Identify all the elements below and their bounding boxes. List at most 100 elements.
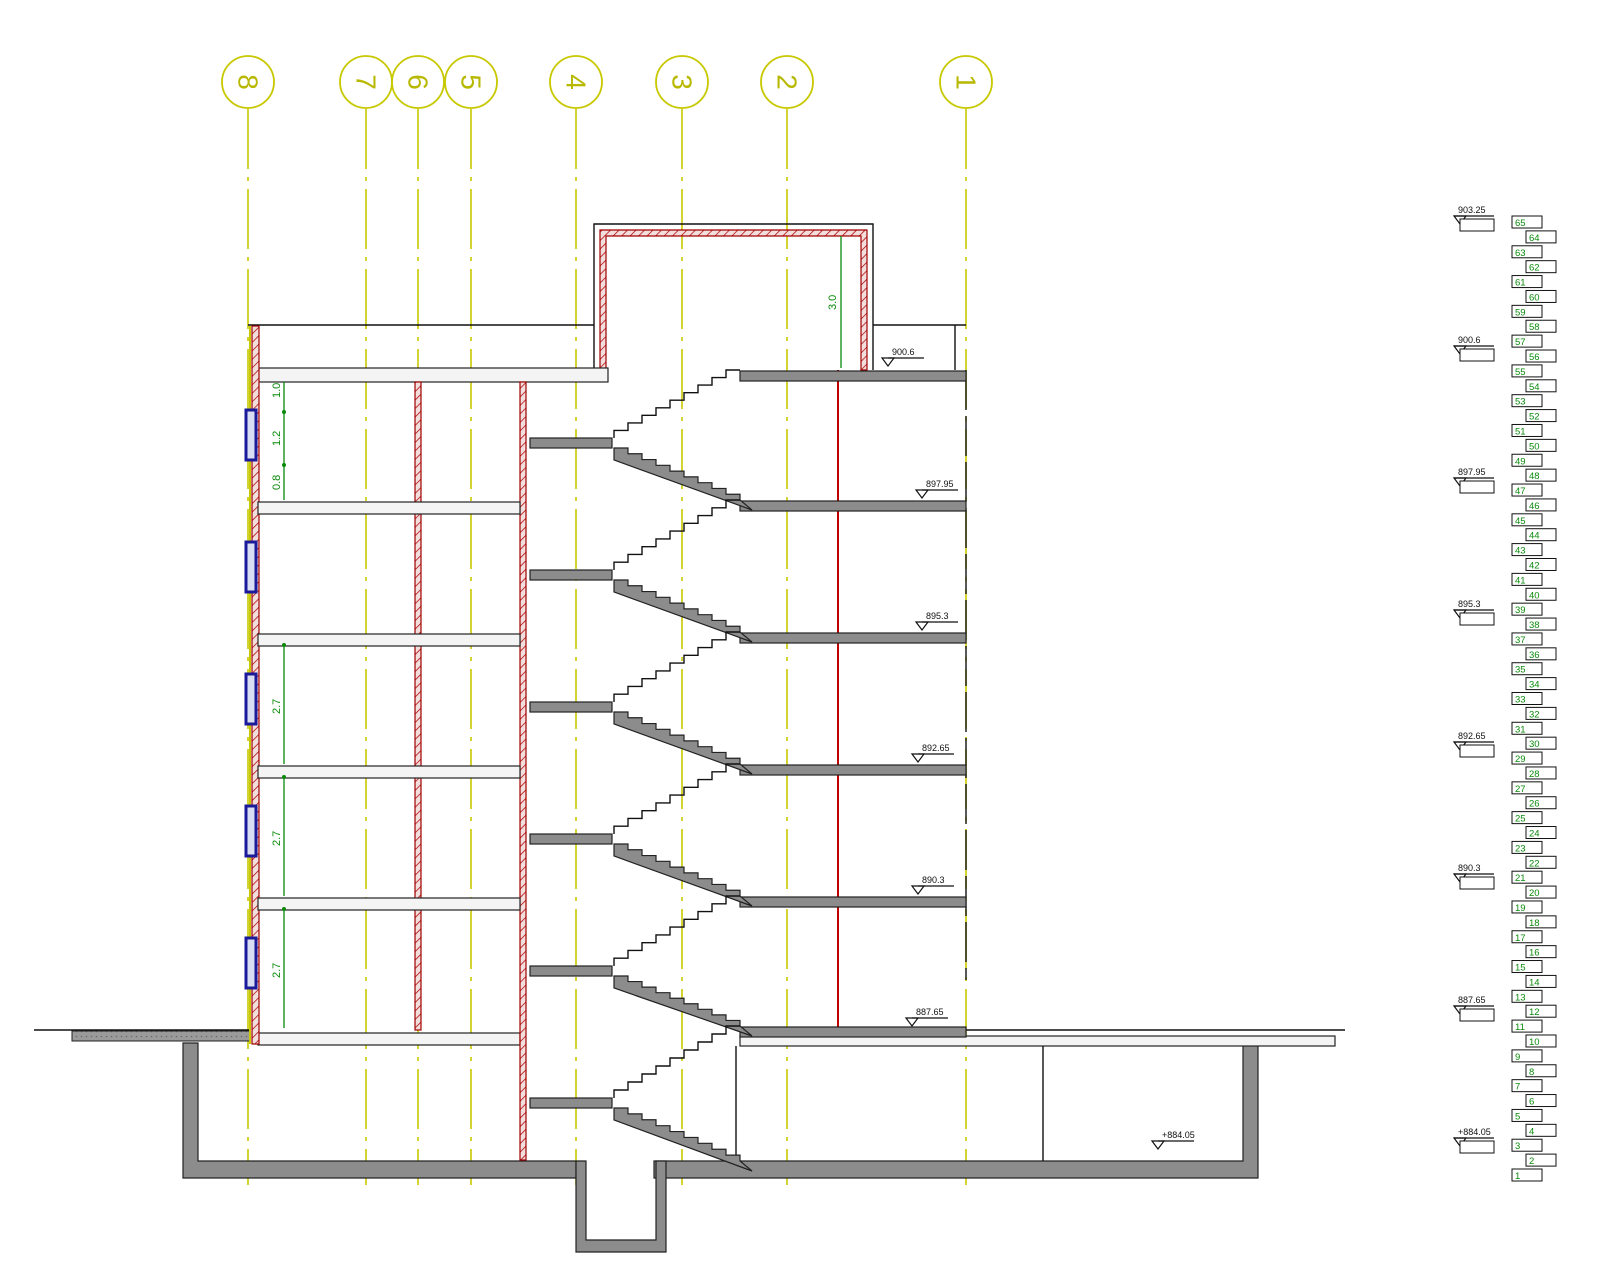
ruler-cell bbox=[1525, 706, 1557, 720]
ruler-cell bbox=[1511, 602, 1543, 616]
ruler-cell bbox=[1511, 662, 1543, 676]
window bbox=[244, 672, 258, 726]
floor-slab-left bbox=[257, 765, 521, 779]
ruler-label-34: 34 bbox=[1529, 680, 1540, 691]
side-level-box bbox=[1459, 218, 1495, 232]
ruler-label-46: 46 bbox=[1529, 501, 1540, 512]
ruler-cell bbox=[1511, 751, 1543, 765]
ruler-cell bbox=[1511, 989, 1543, 1003]
ruler-cell bbox=[1511, 394, 1543, 408]
ruler-cell bbox=[1525, 379, 1557, 393]
grid-bubble-2 bbox=[760, 55, 814, 109]
side-level-markers: 903.25900.6897.95895.3892.65890.3887.65+… bbox=[1452, 205, 1495, 1154]
stair-flight-down bbox=[613, 975, 753, 1037]
stair-flight-up bbox=[613, 1025, 740, 1098]
ruler-cell bbox=[1511, 304, 1543, 318]
ruler-label-17: 17 bbox=[1515, 933, 1526, 944]
stair-flight-up bbox=[613, 499, 740, 570]
side-level-label-890.3: 890.3 bbox=[1458, 863, 1481, 873]
grid-label-8: 8 bbox=[233, 74, 264, 90]
side-level-box bbox=[1459, 744, 1495, 758]
grid-bubble-5 bbox=[444, 55, 498, 109]
ruler-cell bbox=[1525, 528, 1557, 542]
stair-flight-up bbox=[613, 369, 740, 438]
floor-slab-right bbox=[739, 896, 967, 908]
ruler-label-45: 45 bbox=[1515, 516, 1526, 527]
ruler-label-64: 64 bbox=[1529, 233, 1540, 244]
stair-flights bbox=[529, 369, 753, 1172]
ruler-cell bbox=[1525, 587, 1557, 601]
ruler-label-16: 16 bbox=[1529, 948, 1540, 959]
ruler-cell bbox=[1511, 423, 1543, 437]
ruler-cell bbox=[1525, 647, 1557, 661]
ruler-label-47: 47 bbox=[1515, 486, 1526, 497]
floor-slab-right bbox=[739, 764, 967, 776]
ruler-cell bbox=[1525, 1064, 1557, 1078]
ruler-label-12: 12 bbox=[1529, 1007, 1540, 1018]
ruler-label-37: 37 bbox=[1515, 635, 1526, 646]
floor-slabs bbox=[257, 370, 967, 1038]
basement bbox=[182, 1032, 1336, 1253]
level-label-895.3: 895.3 bbox=[926, 611, 949, 621]
ruler-label-4: 4 bbox=[1529, 1126, 1534, 1137]
stair-landing bbox=[529, 701, 613, 713]
ruler-label-7: 7 bbox=[1515, 1082, 1520, 1093]
ruler-label-3: 3 bbox=[1515, 1141, 1520, 1152]
facade-windows bbox=[244, 408, 258, 990]
ruler-cell bbox=[1525, 1004, 1557, 1018]
stair-landing bbox=[529, 965, 613, 977]
ruler-cell bbox=[1511, 275, 1543, 289]
ruler-cell bbox=[1511, 930, 1543, 944]
ruler-label-62: 62 bbox=[1529, 263, 1540, 274]
ruler-label-27: 27 bbox=[1515, 784, 1526, 795]
ruler-label-40: 40 bbox=[1529, 590, 1540, 601]
dim-top-3: 0.8 bbox=[271, 475, 283, 490]
level-triangle bbox=[910, 753, 926, 763]
ruler-label-49: 49 bbox=[1515, 456, 1526, 467]
ruler-label-42: 42 bbox=[1529, 560, 1540, 571]
ruler-cell bbox=[1511, 632, 1543, 646]
level-triangle bbox=[910, 885, 926, 895]
ruler-cell bbox=[1511, 483, 1543, 497]
ruler-cell bbox=[1511, 900, 1543, 914]
ruler-cell bbox=[1525, 617, 1557, 631]
ruler-cell bbox=[1525, 855, 1557, 869]
ruler-cell bbox=[1525, 349, 1557, 363]
ruler-cell bbox=[1525, 826, 1557, 840]
ruler-label-18: 18 bbox=[1529, 918, 1540, 929]
ruler-cell bbox=[1525, 468, 1557, 482]
ruler-label-19: 19 bbox=[1515, 903, 1526, 914]
ruler-cell bbox=[1511, 1079, 1543, 1093]
side-level-label-892.65: 892.65 bbox=[1458, 731, 1486, 741]
ruler-cell bbox=[1525, 796, 1557, 810]
ruler-cell bbox=[1511, 572, 1543, 586]
ruler-label-2: 2 bbox=[1529, 1156, 1534, 1167]
ruler-label-6: 6 bbox=[1529, 1097, 1534, 1108]
grid-bubble-4 bbox=[549, 55, 603, 109]
stair-flight-up bbox=[613, 763, 740, 834]
ruler-label-61: 61 bbox=[1515, 278, 1526, 289]
grid-bubble-6 bbox=[391, 55, 445, 109]
ruler-cell bbox=[1511, 1138, 1543, 1152]
level-triangle bbox=[1150, 1140, 1166, 1150]
ruler-cell bbox=[1511, 334, 1543, 348]
ruler-label-5: 5 bbox=[1515, 1111, 1520, 1122]
ruler-cell bbox=[1511, 840, 1543, 854]
ruler-cell bbox=[1525, 260, 1557, 274]
ruler-cell bbox=[1525, 1153, 1557, 1167]
ruler-cell bbox=[1511, 811, 1543, 825]
ruler-label-10: 10 bbox=[1529, 1037, 1540, 1048]
ruler-label-58: 58 bbox=[1529, 322, 1540, 333]
ruler-label-1: 1 bbox=[1515, 1171, 1520, 1182]
stair-flight-down bbox=[613, 579, 753, 643]
ruler-label-33: 33 bbox=[1515, 695, 1526, 706]
roof-stair-tower bbox=[248, 223, 966, 383]
ruler-label-36: 36 bbox=[1529, 650, 1540, 661]
level-label-892.65: 892.65 bbox=[922, 743, 950, 753]
stair-landing bbox=[529, 833, 613, 845]
grid-label-4: 4 bbox=[561, 74, 592, 90]
ruler-cell bbox=[1511, 960, 1543, 974]
ruler-label-14: 14 bbox=[1529, 977, 1540, 988]
side-level-box bbox=[1459, 1008, 1495, 1022]
